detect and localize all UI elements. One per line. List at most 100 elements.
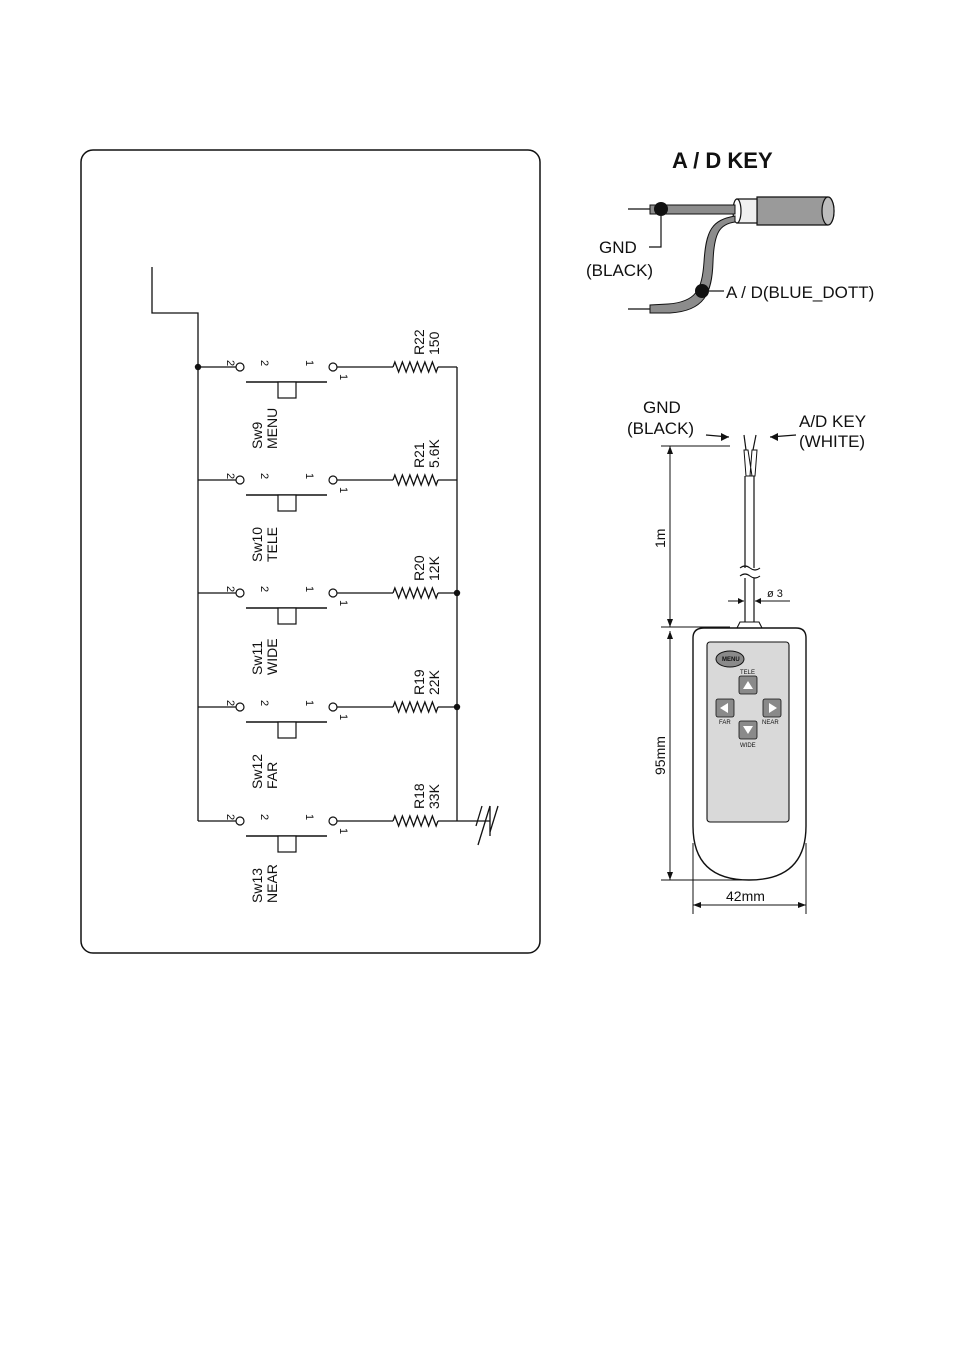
pin-label-1: 1 bbox=[303, 700, 315, 706]
menu-button-label: MENU bbox=[722, 657, 740, 663]
resistor-value: 5.6K bbox=[426, 439, 442, 468]
resistor-zigzag bbox=[392, 360, 439, 374]
resistor-value: 150 bbox=[426, 331, 442, 355]
switch-ref: Sw12 bbox=[249, 754, 265, 789]
cable-break bbox=[739, 565, 761, 579]
dim-arrowhead bbox=[693, 902, 701, 908]
dim-arrowhead bbox=[667, 619, 673, 627]
gnd-leader bbox=[649, 216, 662, 248]
wide-button-label: WIDE bbox=[740, 743, 756, 749]
remote-gnd-color: (BLACK) bbox=[627, 419, 694, 438]
dim-arrowhead bbox=[667, 631, 673, 639]
pin-label-1: 1 bbox=[337, 828, 349, 834]
switch-function: FAR bbox=[264, 762, 280, 789]
remote-ad-color: (WHITE) bbox=[799, 432, 865, 451]
height-label: 95mm bbox=[652, 736, 668, 775]
pin-label-2: 2 bbox=[224, 700, 236, 706]
pin-label-2: 2 bbox=[224, 814, 236, 820]
ad-arrowhead bbox=[770, 433, 778, 441]
switch-terminal-1 bbox=[328, 362, 338, 372]
switch-ref: Sw10 bbox=[249, 527, 265, 562]
resistor-zigzag bbox=[392, 814, 439, 828]
down-arrow-icon bbox=[743, 726, 753, 734]
resistor-ref: R21 bbox=[411, 442, 427, 468]
switch-terminal-1 bbox=[328, 816, 338, 826]
dia-arrowhead bbox=[738, 598, 744, 604]
wire-end bbox=[752, 434, 757, 451]
dim-arrowhead bbox=[667, 872, 673, 880]
switch-plunger bbox=[277, 381, 297, 399]
resistor-ref: R20 bbox=[411, 555, 427, 581]
switch-ref: Sw11 bbox=[249, 641, 265, 675]
switch-plunger bbox=[277, 607, 297, 625]
switch-terminal-2 bbox=[235, 588, 245, 598]
switch-function: WIDE bbox=[264, 638, 280, 675]
dia-arrowhead bbox=[755, 598, 761, 604]
ad-key-cable-figure: A / D KEY GND (BLACK) A / D(BLUE_DOTT) bbox=[586, 148, 874, 314]
pin-label-1: 1 bbox=[337, 714, 349, 720]
resistor-zigzag bbox=[392, 700, 439, 714]
cable-jacket-end bbox=[821, 196, 835, 226]
switch-function: TELE bbox=[264, 527, 280, 562]
gnd-wire bbox=[649, 204, 736, 215]
pin-label-2: 2 bbox=[224, 360, 236, 366]
pin-label-2: 2 bbox=[258, 700, 270, 706]
ad-solder-dot bbox=[695, 284, 709, 298]
switch-terminal-1 bbox=[328, 702, 338, 712]
wire-end bbox=[743, 434, 747, 451]
ad-label: A / D(BLUE_DOTT) bbox=[726, 283, 874, 302]
switch-function: MENU bbox=[264, 408, 280, 449]
ad-wire bbox=[649, 215, 736, 314]
switch-ref: Sw9 bbox=[249, 422, 265, 449]
far-button-label: FAR bbox=[719, 720, 731, 726]
wire-split bbox=[743, 449, 758, 477]
pin-label-1: 1 bbox=[303, 814, 315, 820]
pin-label-2: 2 bbox=[258, 586, 270, 592]
ad-key-title: A / D KEY bbox=[672, 148, 773, 173]
switch-plunger bbox=[277, 721, 297, 739]
switch-function: NEAR bbox=[264, 864, 280, 903]
switch-plunger bbox=[277, 494, 297, 512]
up-arrow-icon bbox=[743, 681, 753, 689]
pin-label-1: 1 bbox=[303, 473, 315, 479]
gnd-label: GND bbox=[599, 238, 637, 257]
pin-label-2: 2 bbox=[224, 586, 236, 592]
resistor-value: 33K bbox=[426, 783, 442, 809]
remote-figure: GND (BLACK) A/D KEY (WHITE) ø 3 MENU TEL… bbox=[627, 398, 866, 914]
switch-terminal-2 bbox=[235, 362, 245, 372]
resistor-ref: R22 bbox=[411, 329, 427, 355]
gnd-solder-dot bbox=[654, 202, 668, 216]
switch-terminal-2 bbox=[235, 816, 245, 826]
switch-terminal-2 bbox=[235, 702, 245, 712]
gnd-color-label: (BLACK) bbox=[586, 261, 653, 280]
ground-symbol bbox=[457, 805, 499, 846]
pin-label-2: 2 bbox=[258, 360, 270, 366]
left-arrow-icon bbox=[720, 703, 728, 713]
switch-terminal-1 bbox=[328, 475, 338, 485]
remote-ad-label: A/D KEY bbox=[799, 412, 866, 431]
tele-button-label: TELE bbox=[740, 670, 755, 676]
resistor-value: 12K bbox=[426, 555, 442, 581]
switch-terminal-2 bbox=[235, 475, 245, 485]
near-button-label: NEAR bbox=[762, 720, 779, 726]
pin-label-2: 2 bbox=[258, 473, 270, 479]
pin-label-1: 1 bbox=[337, 487, 349, 493]
resistor-ref: R19 bbox=[411, 669, 427, 695]
pin-label-2: 2 bbox=[224, 473, 236, 479]
switch-terminal-1 bbox=[328, 588, 338, 598]
right-arrow-icon bbox=[769, 703, 777, 713]
menu-button[interactable] bbox=[715, 650, 745, 668]
input-lead bbox=[151, 267, 199, 367]
resistor-ref: R18 bbox=[411, 783, 427, 809]
strain-relief bbox=[736, 621, 763, 629]
diameter-label: ø 3 bbox=[767, 588, 783, 600]
switch-ref: Sw13 bbox=[249, 868, 265, 903]
gnd-arrowhead bbox=[721, 433, 729, 441]
pin-label-1: 1 bbox=[337, 374, 349, 380]
schematic-frame bbox=[80, 149, 541, 954]
pin-label-1: 1 bbox=[303, 586, 315, 592]
pin-label-1: 1 bbox=[303, 360, 315, 366]
remote-gnd-label: GND bbox=[643, 398, 681, 417]
remote-cable bbox=[744, 476, 755, 622]
